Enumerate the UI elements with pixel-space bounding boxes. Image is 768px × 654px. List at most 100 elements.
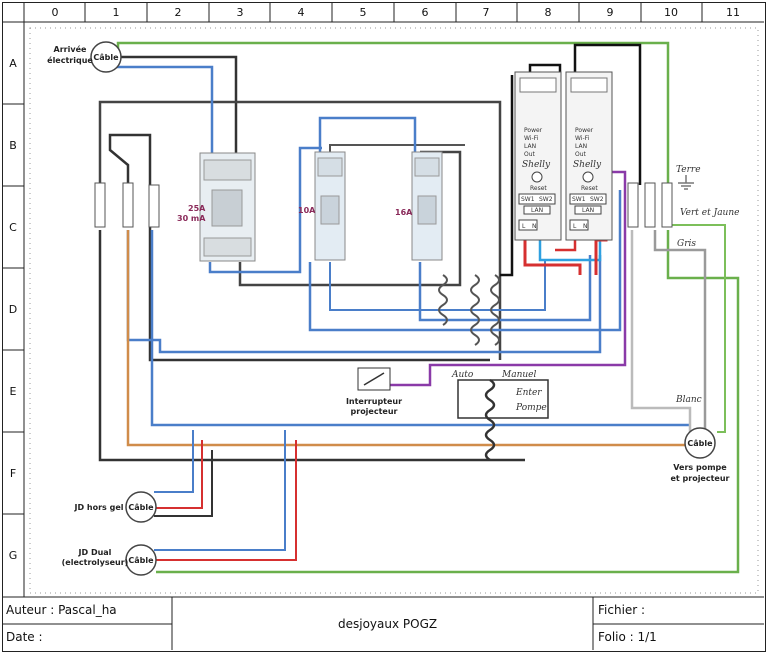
svg-text:SW1: SW1 bbox=[521, 196, 535, 203]
wire-black-5 bbox=[238, 150, 462, 287]
column-dividers bbox=[84, 2, 703, 22]
wire-blue-1 bbox=[106, 65, 214, 155]
label-electrique: électrique bbox=[47, 55, 93, 65]
footer-title: desjoyaux POGZ bbox=[338, 617, 438, 631]
wire-jd1-black bbox=[154, 450, 213, 517]
label-jd-hors-gel: JD hors gel bbox=[74, 503, 124, 512]
label-manuel: Manuel bbox=[501, 370, 537, 380]
wire-jd1-red bbox=[154, 440, 203, 509]
col-7: 7 bbox=[483, 6, 490, 19]
wire-blue-6 bbox=[418, 255, 592, 322]
terminal-block-left bbox=[94, 182, 160, 228]
wire-black-shelly3 bbox=[500, 75, 514, 277]
svg-text:L: L bbox=[522, 223, 526, 230]
svg-text:SW2: SW2 bbox=[539, 196, 553, 203]
label-blanc: Blanc bbox=[675, 395, 702, 405]
svg-text:Reset: Reset bbox=[581, 185, 598, 192]
row-C: C bbox=[9, 221, 17, 234]
svg-text:Câble: Câble bbox=[128, 556, 154, 565]
col-1: 1 bbox=[113, 6, 120, 19]
wire-black-1 bbox=[116, 55, 238, 155]
footer-fichier: Fichier : bbox=[598, 603, 646, 617]
svg-text:SW2: SW2 bbox=[590, 196, 604, 203]
svg-text:Câble: Câble bbox=[687, 439, 713, 448]
wire-red-1 bbox=[523, 230, 582, 275]
shelly-module-2 bbox=[565, 71, 613, 241]
svg-text:Out: Out bbox=[524, 151, 536, 158]
label-auto: Auto bbox=[451, 370, 474, 380]
label-10a: 10A bbox=[298, 206, 316, 215]
wire-green-right bbox=[156, 230, 740, 574]
coil-cluster-top bbox=[438, 274, 500, 346]
footer-date: Date : bbox=[6, 630, 43, 644]
row-F: F bbox=[10, 467, 16, 480]
svg-text:LAN: LAN bbox=[575, 143, 587, 150]
label-projecteur: projecteur bbox=[351, 407, 398, 416]
breaker-25a bbox=[199, 152, 256, 262]
row-D: D bbox=[9, 303, 17, 316]
svg-text:LAN: LAN bbox=[524, 143, 536, 150]
label-pompe: Pompe bbox=[515, 403, 547, 413]
label-gris: Gris bbox=[677, 239, 696, 249]
col-4: 4 bbox=[298, 6, 305, 19]
label-interrupteur: Interrupteur bbox=[346, 397, 402, 406]
wire-jd2-red bbox=[154, 440, 297, 561]
cable-circle-jd-dual: Câble bbox=[125, 544, 157, 576]
svg-text:N: N bbox=[532, 223, 537, 230]
breaker-10a bbox=[314, 151, 346, 261]
col-3: 3 bbox=[237, 6, 244, 19]
svg-text:Wi-Fi: Wi-Fi bbox=[575, 135, 590, 142]
col-8: 8 bbox=[545, 6, 552, 19]
label-16a: 16A bbox=[395, 208, 413, 217]
svg-text:Câble: Câble bbox=[128, 503, 154, 512]
wire-blue-7 bbox=[150, 230, 690, 427]
wire-blue-8 bbox=[329, 260, 546, 311]
col-0: 0 bbox=[52, 6, 59, 19]
row-A: A bbox=[9, 57, 17, 70]
wire-black-6 bbox=[329, 144, 465, 152]
wire-blue-4 bbox=[126, 230, 602, 354]
shelly-1-brand: Shelly bbox=[522, 160, 551, 170]
label-arrivee: Arrivée bbox=[54, 44, 87, 54]
breaker-16a bbox=[411, 151, 443, 261]
col-10: 10 bbox=[664, 6, 678, 19]
col-9: 9 bbox=[607, 6, 614, 19]
wire-green-top bbox=[116, 41, 670, 185]
label-vers-pompe: Vers pompe bbox=[673, 463, 727, 472]
shelly-module-1 bbox=[514, 71, 562, 241]
label-electrolyseur: (electrolyseur) bbox=[62, 558, 129, 567]
wire-black-shelly1 bbox=[528, 63, 562, 75]
svg-text:N: N bbox=[583, 223, 588, 230]
label-jd-dual: JD Dual bbox=[78, 548, 112, 557]
wire-jd1-blue bbox=[154, 430, 194, 493]
label-25a: 25A bbox=[188, 204, 206, 213]
terre-symbol bbox=[678, 175, 694, 190]
col-11: 11 bbox=[726, 6, 740, 19]
wire-cyan-1 bbox=[538, 230, 602, 262]
svg-text:Reset: Reset bbox=[530, 185, 547, 192]
title-block: Auteur : Pascal_ha Date : desjoyaux POGZ… bbox=[2, 597, 764, 650]
label-et-projecteur: et projecteur bbox=[670, 474, 729, 483]
label-30ma: 30 mA bbox=[177, 214, 206, 223]
interrupteur-symbol bbox=[357, 367, 391, 391]
row-G: G bbox=[9, 549, 18, 562]
cable-circle-jd-hors-gel: Câble bbox=[125, 491, 157, 523]
cable-circle-pompe: Câble bbox=[684, 427, 716, 459]
col-5: 5 bbox=[360, 6, 367, 19]
wire-grey-1 bbox=[653, 230, 707, 432]
wire-brown-1 bbox=[126, 230, 690, 447]
svg-text:Power: Power bbox=[575, 127, 594, 134]
svg-text:LAN: LAN bbox=[582, 207, 594, 214]
col-2: 2 bbox=[175, 6, 182, 19]
row-E: E bbox=[10, 385, 17, 398]
cable-circle-arrivee: Câble bbox=[90, 41, 122, 73]
svg-text:Power: Power bbox=[524, 127, 543, 134]
svg-text:L: L bbox=[573, 223, 577, 230]
label-vert-jaune: Vert et Jaune bbox=[680, 208, 739, 218]
row-dividers bbox=[2, 103, 24, 515]
col-6: 6 bbox=[422, 6, 429, 19]
wire-black-4 bbox=[98, 230, 525, 462]
footer-auteur: Auteur : Pascal_ha bbox=[6, 603, 117, 617]
